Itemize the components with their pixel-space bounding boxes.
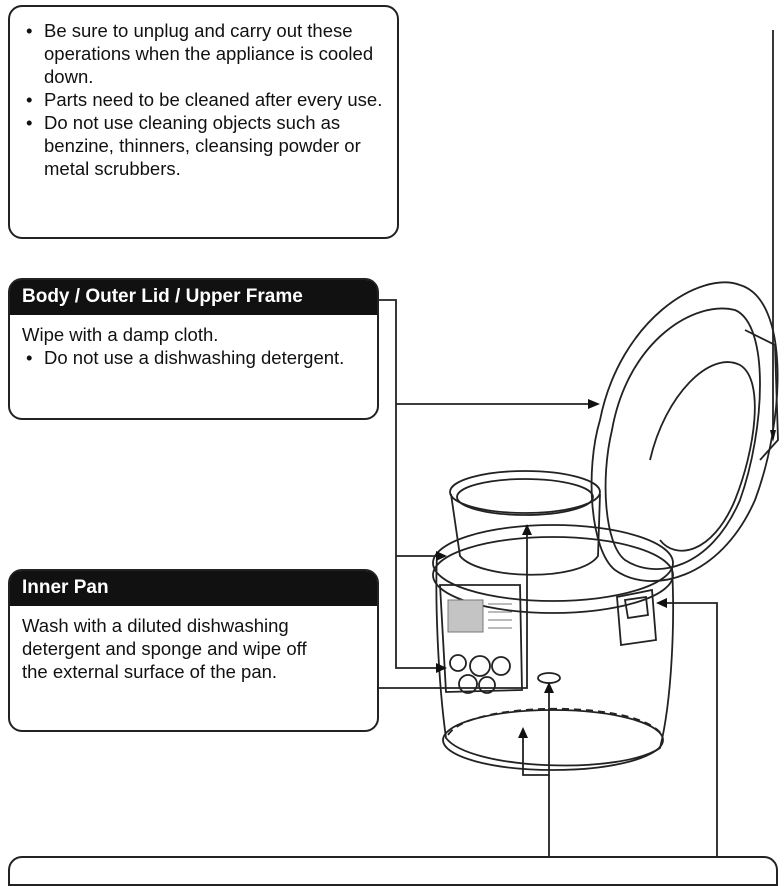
inner-pan-title: Inner Pan <box>10 571 377 606</box>
control-button <box>449 654 467 672</box>
body-lid-box: Body / Outer Lid / Upper Frame Wipe with… <box>8 278 379 420</box>
inner-pan-wall <box>450 493 601 576</box>
rice-cooker-illustration <box>378 30 779 865</box>
cooker-base <box>442 709 664 771</box>
inner-pan-instruction: Wash with a diluted dishwashing detergen… <box>22 615 307 682</box>
cooker-rim <box>432 524 674 602</box>
body-lid-title: Body / Outer Lid / Upper Frame <box>10 280 377 315</box>
note-clean-after-use: Parts need to be cleaned after every use… <box>22 88 385 111</box>
cooker-body <box>435 554 674 767</box>
inner-pan-box: Inner Pan Wash with a diluted dishwashin… <box>8 569 379 732</box>
drain-hole <box>537 672 561 684</box>
lid-latch <box>616 588 657 647</box>
outer-lid <box>590 281 779 582</box>
note-no-abrasives: Do not use cleaning objects such as benz… <box>22 111 385 180</box>
note-unplug: Be sure to unplug and carry out these op… <box>22 19 385 88</box>
display <box>447 599 484 633</box>
body-lid-caution: Do not use a dishwashing detergent. <box>22 346 365 369</box>
bottom-box <box>8 856 778 886</box>
control-panel <box>439 584 523 693</box>
inner-pan-rim <box>449 470 601 514</box>
body-lid-instruction: Wipe with a damp cloth. <box>22 324 219 345</box>
precautions-box: Be sure to unplug and carry out these op… <box>8 5 399 239</box>
